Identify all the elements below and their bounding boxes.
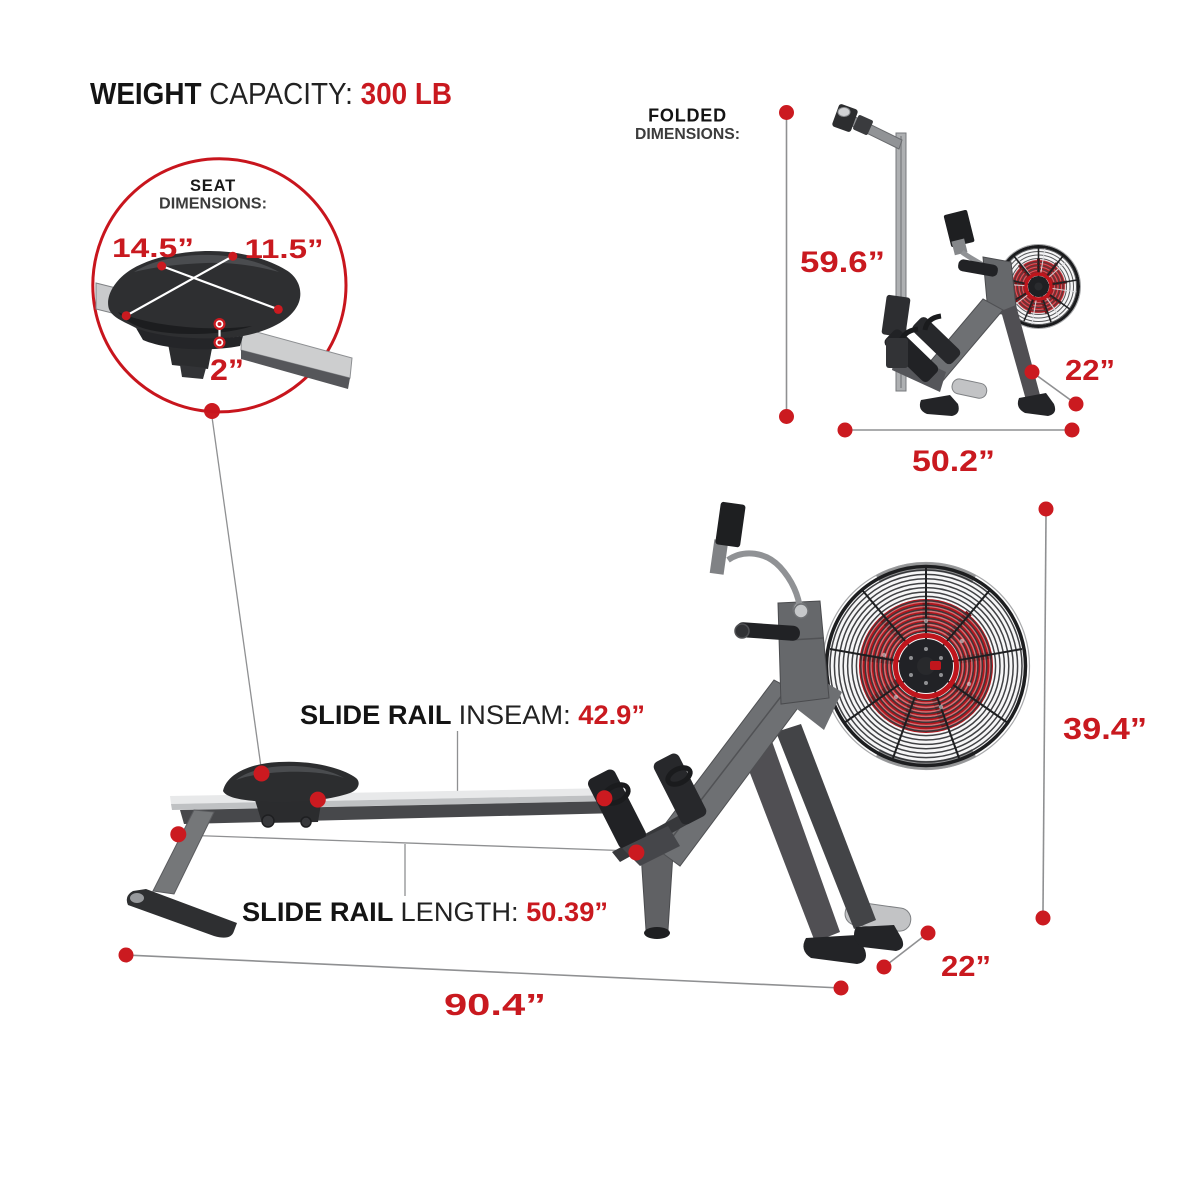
svg-text:DIMENSIONS:: DIMENSIONS:: [635, 126, 740, 143]
svg-text:DIMENSIONS:: DIMENSIONS:: [159, 196, 267, 213]
svg-text:SLIDE RAIL INSEAM: 42.9”: SLIDE RAIL INSEAM: 42.9”: [300, 700, 645, 730]
svg-text:90.4”: 90.4”: [444, 987, 546, 1022]
svg-text:WEIGHT CAPACITY: 300 LB: WEIGHT CAPACITY: 300 LB: [90, 76, 452, 111]
svg-text:11.5”: 11.5”: [245, 234, 324, 264]
svg-text:FOLDED: FOLDED: [648, 106, 727, 126]
svg-text:22”: 22”: [941, 951, 991, 983]
svg-text:22”: 22”: [1065, 355, 1115, 387]
svg-text:50.2”: 50.2”: [912, 445, 995, 478]
svg-text:59.6”: 59.6”: [800, 246, 885, 279]
svg-text:39.4”: 39.4”: [1063, 711, 1147, 746]
svg-text:14.5”: 14.5”: [112, 233, 194, 263]
svg-text:SEAT: SEAT: [190, 177, 236, 195]
svg-text:2”: 2”: [210, 354, 244, 387]
svg-text:SLIDE RAIL LENGTH: 50.39”: SLIDE RAIL LENGTH: 50.39”: [242, 897, 608, 927]
